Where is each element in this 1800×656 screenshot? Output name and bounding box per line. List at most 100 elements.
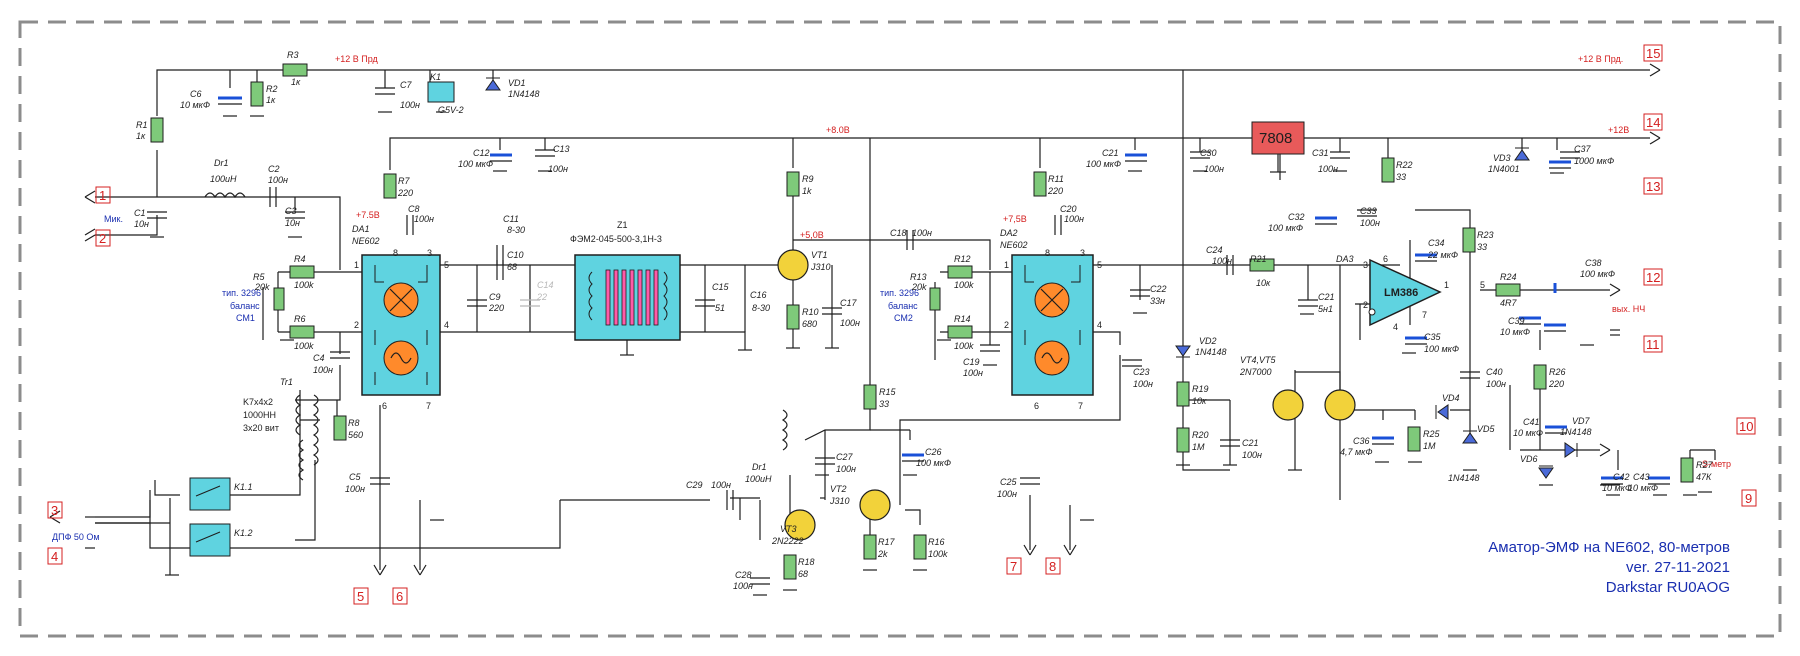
da1-pin-6: 6 (382, 401, 387, 411)
da3-pin-7: 7 (1422, 310, 1427, 320)
c18-label: C18 (890, 228, 907, 238)
da2-pin-6: 6 (1034, 401, 1039, 411)
c39-value: 10 мкФ (1500, 327, 1530, 337)
da3-name: DA3 (1336, 254, 1354, 264)
vt2-label: VT2 (830, 484, 847, 494)
trim1-cm: СМ1 (236, 313, 255, 323)
ic-da2 (1011, 254, 1094, 396)
vt3-label: VT3 (780, 524, 797, 534)
r19-label: R19 (1192, 384, 1209, 394)
da1-name: DA1 (352, 224, 370, 234)
r25-value: 1M (1423, 441, 1436, 451)
c2-value: 100н (268, 175, 288, 185)
diodes (485, 77, 1578, 479)
trim1-balance: баланс (230, 301, 260, 311)
resistor-r21 (1249, 258, 1275, 272)
r22-value: 33 (1396, 172, 1406, 182)
vd1-value: 1N4148 (508, 89, 540, 99)
c17-value: 100н (840, 318, 860, 328)
c40-label: C40 (1486, 367, 1503, 377)
da1-pin-2: 2 (354, 320, 359, 330)
vt45-label: VT4,VT5 (1240, 355, 1277, 365)
c20-value: 100н (1064, 214, 1084, 224)
da1-pin-1: 1 (354, 260, 359, 270)
da3-pin-2: 2 (1363, 300, 1368, 310)
r25-label: R25 (1423, 429, 1441, 439)
regulator-label: 7808 (1259, 130, 1292, 147)
vd4-label: VD4 (1442, 393, 1460, 403)
r27-label: R27 (1696, 460, 1714, 470)
r15-value: 33 (879, 399, 889, 409)
tr1-spec-2: 1000НН (243, 410, 276, 420)
vt1-value: J310 (810, 262, 831, 272)
c41-value: 10 мкФ (1513, 428, 1543, 438)
r9-label: R9 (802, 174, 814, 184)
tr1-name: Tr1 (280, 377, 293, 387)
vd5-value: 1N4148 (1448, 473, 1480, 483)
r21-value: 10к (1256, 278, 1271, 288)
c15-value: 51 (715, 303, 725, 313)
r16-label: R16 (928, 537, 945, 547)
da3-pin-6: 6 (1383, 254, 1388, 264)
inductors (204, 192, 788, 451)
port-3: 3 (51, 503, 58, 518)
title-line-3: Darkstar RU0AOG (1606, 579, 1730, 596)
signal-s-meter: S-метр (1702, 459, 1731, 469)
k11-name: K1.1 (234, 482, 253, 492)
da2-pin-1: 1 (1004, 260, 1009, 270)
c16-label: C16 (750, 290, 767, 300)
port-boxes (47, 44, 1757, 605)
port-15: 15 (1646, 46, 1660, 61)
resistor-r8 (333, 415, 347, 441)
resistors (150, 63, 1694, 580)
c43-label: C43 (1633, 472, 1650, 482)
resistor-r9 (786, 171, 800, 197)
resistor-r15 (863, 384, 877, 410)
resistor-r26 (1533, 364, 1547, 390)
c24-value: 100н (1212, 256, 1232, 266)
ic-da1 (361, 254, 441, 396)
c29-label: C29 (686, 480, 703, 490)
relays (189, 81, 455, 557)
drawing-frame (18, 20, 1782, 638)
c11-label: C11 (503, 214, 519, 224)
vd7-value: 1N4148 (1560, 427, 1592, 437)
da1-pin-5: 5 (444, 260, 449, 270)
r11-label: R11 (1048, 174, 1064, 184)
vt2-value: J310 (829, 496, 850, 506)
vd3-value: 1N4001 (1488, 164, 1520, 174)
da3-pin-3: 3 (1363, 260, 1368, 270)
c13-value: 100н (548, 164, 568, 174)
filter-z1 (574, 254, 681, 355)
c11-value: 8-30 (507, 225, 525, 235)
k1-name: K1 (430, 72, 441, 82)
c42-value: 10 мкФ (1602, 483, 1632, 493)
resistor-r6 (289, 325, 315, 339)
da1-pin-4: 4 (444, 320, 449, 330)
tr1-spec-3: 3x20 вит (243, 423, 279, 433)
da2-type: NE602 (1000, 240, 1028, 250)
c12-value: 100 мкФ (458, 159, 493, 169)
r12-value: 100k (954, 280, 974, 290)
c39-label: C39 (1508, 316, 1525, 326)
port-9: 9 (1745, 491, 1752, 506)
c10-label: C10 (507, 250, 524, 260)
c27-label: C27 (836, 452, 854, 462)
resistor-r17 (863, 534, 877, 560)
vd1-label: VD1 (508, 78, 526, 88)
c3-value: 10н (285, 218, 300, 228)
r5-label: R5 (253, 272, 265, 282)
c8-value: 100н (414, 214, 434, 224)
rail-7-5v-da2: +7,5В (1003, 214, 1027, 224)
r7-label: R7 (398, 176, 410, 186)
c1-value: 10н (134, 219, 149, 229)
resistor-r14 (947, 325, 973, 339)
resistor-r12 (947, 265, 973, 279)
c32-value: 100 мкФ (1268, 223, 1303, 233)
title-line-2: ver. 27-11-2021 (1626, 559, 1730, 576)
c25-label: C25 (1000, 477, 1018, 487)
c22-value: 33н (1150, 296, 1165, 306)
r10-label: R10 (802, 307, 819, 317)
resistor-r16 (913, 534, 927, 560)
